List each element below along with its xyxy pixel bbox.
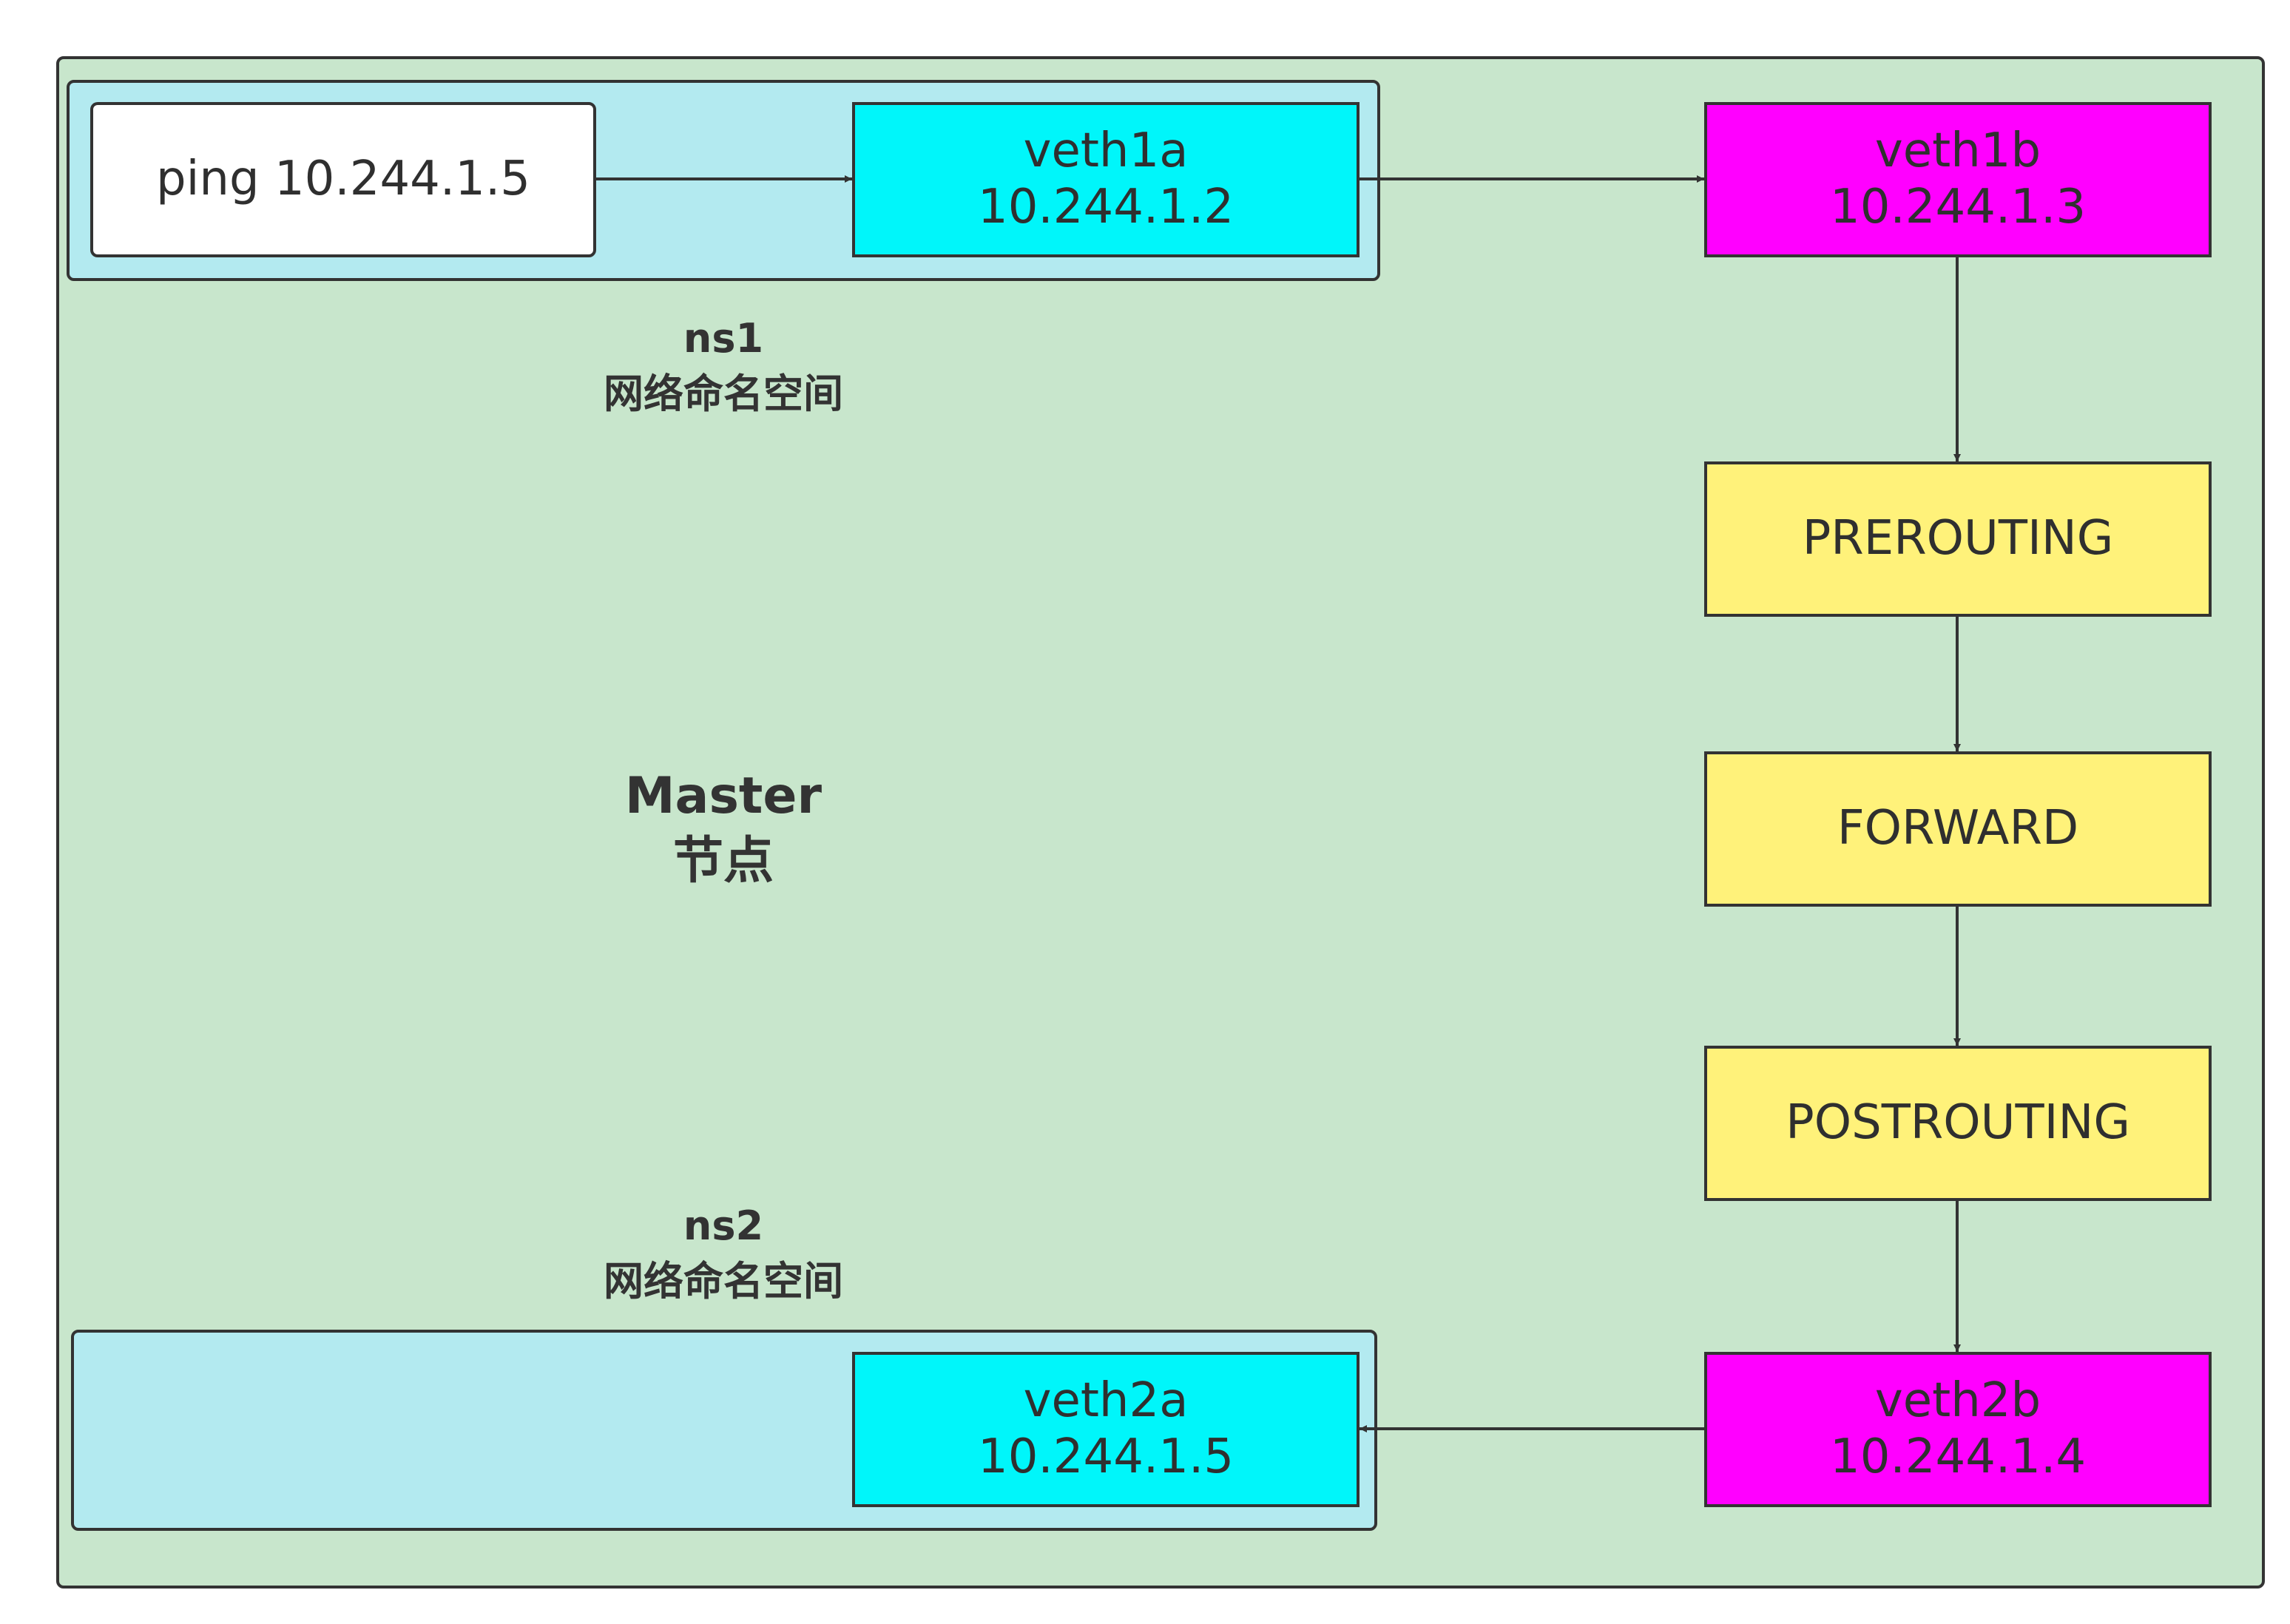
veth1b-box: veth1b 10.244.1.3	[1704, 102, 2212, 257]
veth2a-ip: 10.244.1.5	[977, 1430, 1234, 1484]
veth1a-name: veth1a	[1023, 124, 1189, 179]
veth2a-name: veth2a	[1023, 1373, 1189, 1429]
ns2-label: ns2 网络命名空间	[516, 1195, 930, 1313]
ns2-title: ns2	[683, 1202, 764, 1250]
veth1a-box: veth1a 10.244.1.2	[852, 102, 1360, 257]
forward-label: FORWARD	[1837, 801, 2079, 856]
ns1-label: ns1 网络命名空间	[516, 308, 930, 426]
veth2b-name: veth2b	[1874, 1373, 2041, 1429]
master-subtitle: 节点	[672, 832, 774, 890]
postrouting-chain-box: POSTROUTING	[1704, 1046, 2212, 1201]
master-title: Master	[624, 766, 823, 825]
ns1-title: ns1	[683, 315, 764, 362]
veth1b-ip: 10.244.1.3	[1829, 180, 2087, 234]
ping-command-box: ping 10.244.1.5	[90, 102, 596, 257]
veth1b-name: veth1b	[1874, 124, 2041, 179]
veth2a-box: veth2a 10.244.1.5	[852, 1352, 1360, 1507]
veth2b-box: veth2b 10.244.1.4	[1704, 1352, 2212, 1507]
postrouting-label: POSTROUTING	[1786, 1095, 2130, 1151]
ns2-subtitle: 网络命名空间	[604, 1258, 843, 1305]
veth1a-ip: 10.244.1.2	[977, 180, 1234, 234]
veth2b-ip: 10.244.1.4	[1829, 1430, 2087, 1484]
forward-chain-box: FORWARD	[1704, 751, 2212, 907]
prerouting-label: PREROUTING	[1802, 511, 2114, 566]
ns1-subtitle: 网络命名空间	[604, 371, 843, 417]
master-label: Master 节点	[516, 759, 930, 899]
ping-command-label: ping 10.244.1.5	[156, 152, 530, 207]
prerouting-chain-box: PREROUTING	[1704, 461, 2212, 617]
